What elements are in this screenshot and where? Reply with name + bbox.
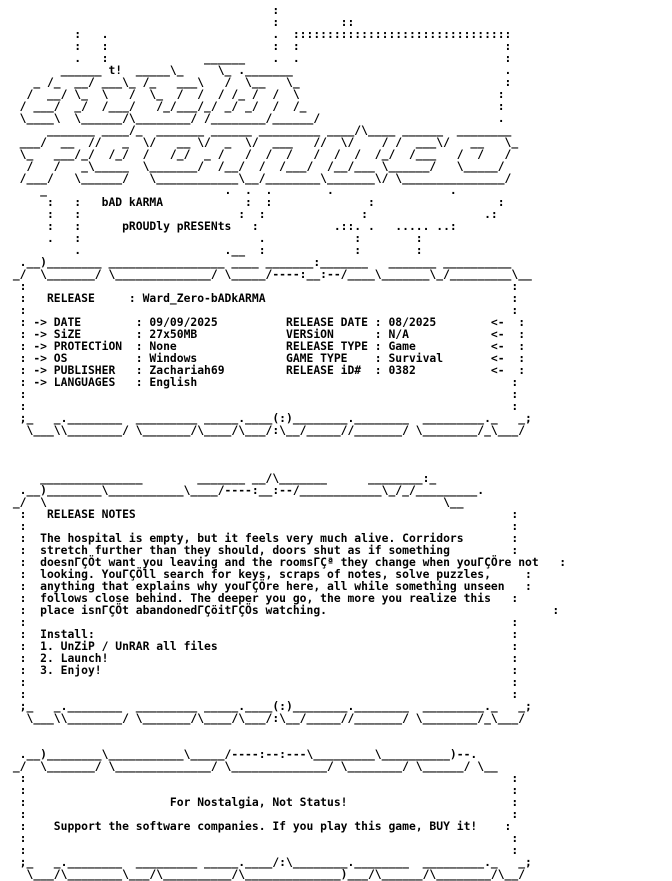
nfo-line: : -> PUBLISHER : Zachariah69 RELEASE iD#… <box>6 363 526 377</box>
nfo-line: : place isnΓÇÖt abandonedΓÇöitΓÇÖs watch… <box>6 603 560 617</box>
nfo-line <box>6 448 566 460</box>
nfo-line: : : <box>6 807 519 821</box>
nfo-line: : : <box>6 831 519 845</box>
nfo-line: _/ \_______/ \______________/ \_____/---… <box>6 267 532 281</box>
nfo-line: : doesnΓÇÖt want you leaving and the roo… <box>6 555 567 569</box>
nfo-line: : RELEASE : Ward_Zero-bADkARMA : <box>6 291 519 305</box>
nfo-line: _ /_ __/ ___\_ /_ ___\ / \__ \_ : <box>6 75 512 89</box>
nfo-line: \_ ___/_/ /_/ / /_/ _ / / / / / / / /_/ … <box>6 147 512 161</box>
nfo-line: \____\ \______/\________/ /________/____… <box>6 111 505 125</box>
nfo-line: /___/ \______/ \____________\__/________… <box>6 171 512 185</box>
nfo-line: : For Nostalgia, Not Status! : <box>6 795 519 809</box>
nfo-line: : -> PROTECTiON : None RELEASE TYPE : Ga… <box>6 339 526 353</box>
nfo-line: : : pROUDly pRESENts : .::. . ..... ..: <box>6 219 457 233</box>
nfo-line: : : <box>6 843 519 857</box>
nfo-line: : . . :::::::::::::::::::::::::::::::: <box>6 27 512 41</box>
nfo-line: : The hospital is empty, but it feels ve… <box>6 531 519 545</box>
nfo-line: _/ \ \__ <box>6 495 464 509</box>
nfo-line: . : ______ . . : <box>6 51 512 65</box>
nfo-line: \___\\________/ \_______/\____/\___/:\__… <box>6 423 526 437</box>
nfo-line <box>6 436 566 448</box>
nfo-line: : : <box>6 519 519 533</box>
nfo-line: : -> DATE : 09/09/2025 RELEASE DATE : 08… <box>6 315 526 329</box>
nfo-line: ;_ _.________ _________ _____.____(:)___… <box>6 411 532 425</box>
nfo-line: : <box>6 3 280 17</box>
nfo-line: : : <box>6 387 519 401</box>
nfo-line: : : : : : <box>6 39 512 53</box>
nfo-line: ;_ _.________ _________ _____.____(:)___… <box>6 699 532 713</box>
nfo-line: : : <box>6 303 519 317</box>
nfo-line: : -> SiZE : 27x50MB VERSiON : N/A <- : <box>6 327 526 341</box>
nfo-line: / __/ \_ \ / \_ / / / /_ / / \ : <box>6 87 505 101</box>
nfo-line: _ . . . . . <box>6 183 457 197</box>
nfo-line: : : <box>6 615 519 629</box>
nfo-line: : follows close behind. The deeper you g… <box>6 591 519 605</box>
nfo-line: : : <box>6 771 519 785</box>
nfo-line: _/ \_______/ \______________/ \_________… <box>6 759 498 773</box>
nfo-line: : Support the software companies. If you… <box>6 819 512 833</box>
nfo-line: _______________ _______ __/\_______ ____… <box>6 471 437 485</box>
nfo-line: : :: <box>6 15 355 29</box>
nfo-line: : anything that explains why youΓÇÖre he… <box>6 579 532 593</box>
nfo-line: : : <box>6 279 519 293</box>
nfo-line: \___\\________/ \_______/\____/\___/:\__… <box>6 711 526 725</box>
nfo-line: : looking. YouΓÇÖll search for keys, scr… <box>6 567 532 581</box>
nfo-line: : : <box>6 675 519 689</box>
nfo-line: / / _\_____ \_______/ /__/ / /___/ /__/_… <box>6 159 505 173</box>
nfo-line: : stretch further than they should, door… <box>6 543 519 557</box>
nfo-line <box>6 724 566 736</box>
nfo-line: : : bAD kARMA : : : : <box>6 195 505 209</box>
nfo-line: \___/\________\___/\__________/\________… <box>6 867 526 881</box>
nfo-line: : -> OS : Windows GAME TYPE : Survival <… <box>6 351 526 365</box>
nfo-line: .__)________\___________\_____/----:--:-… <box>6 747 478 761</box>
nfo-line: : : <box>6 399 519 413</box>
nfo-line: ___/ __ // _ \/ __ \/ _ \/ ___ // \/ / /… <box>6 135 519 149</box>
nfo-line: : 1. UnZiP / UnRAR all files : <box>6 639 519 653</box>
nfo-line: : 2. Launch! : <box>6 651 519 665</box>
nfo-line: : : <box>6 687 519 701</box>
nfo-line: / ___/ _/ /___/ /_/___/_/ _/ _/ / /_ : <box>6 99 505 113</box>
nfo-line: : : <box>6 783 519 797</box>
nfo-line: .__)________\___________\____/----:__:--… <box>6 483 485 497</box>
nfo-line: : -> LANGUAGES : English : <box>6 375 519 389</box>
nfo-line: ;_ _.________ _________ _____.____/:\___… <box>6 855 532 869</box>
nfo-line: . : . : : <box>6 231 423 245</box>
nfo-line: .__)________ _________________ ____ ____… <box>6 255 512 269</box>
nfo-line: _______ ____/_ _______ ______ _________ … <box>6 123 512 137</box>
nfo-line: : : : : : .: <box>6 207 498 221</box>
nfo-line: : RELEASE NOTES : <box>6 507 519 521</box>
nfo-text-block: : : :: : . . :::::::::::::::::::::::::::… <box>6 4 566 880</box>
nfo-line: . .__ : : : <box>6 243 423 257</box>
nfo-line: : Install: : <box>6 627 519 641</box>
nfo-line: : 3. Enjoy! : <box>6 663 519 677</box>
nfo-line: ______ t! _____\_ \_ ._______ . <box>6 63 512 77</box>
